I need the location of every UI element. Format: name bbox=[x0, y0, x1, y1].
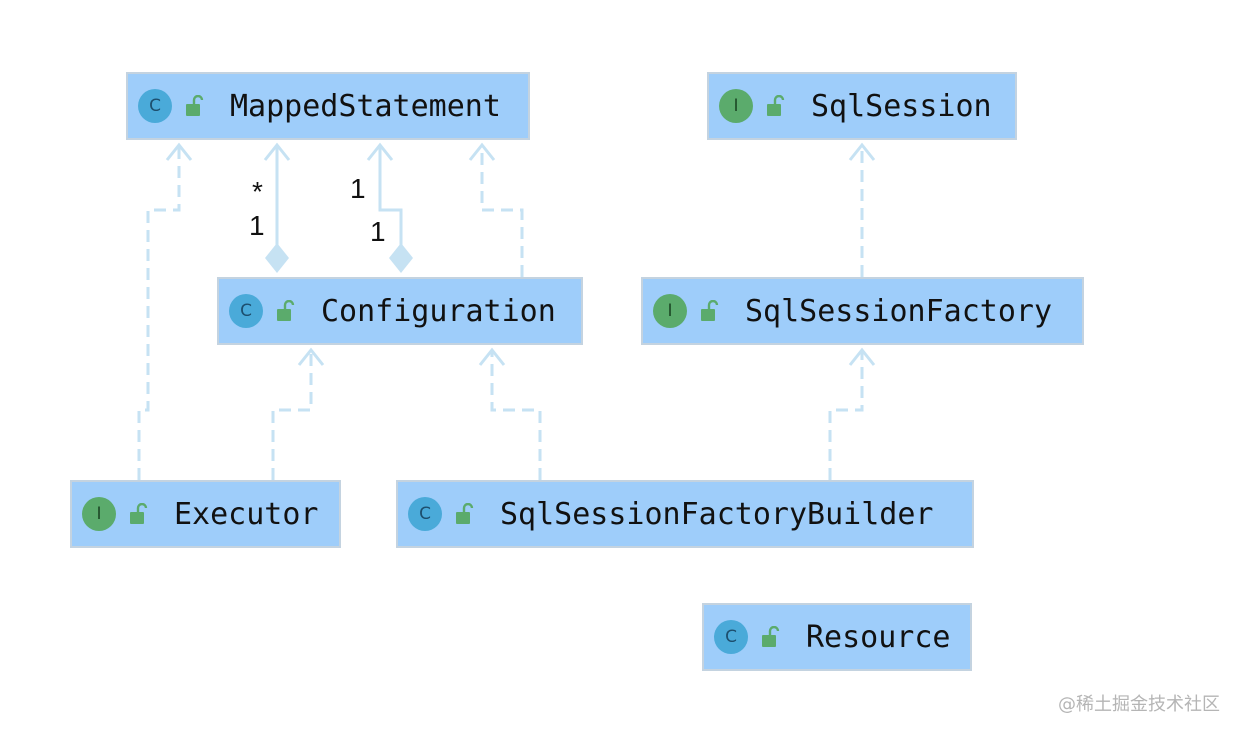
interface-node-executor[interactable]: I Executor bbox=[70, 480, 341, 548]
aggregation-diamond-1 bbox=[265, 243, 289, 273]
arrowhead-aggregation-1 bbox=[263, 142, 291, 161]
multiplicity-agg2-target: 1 bbox=[350, 173, 366, 204]
node-label: Executor bbox=[174, 496, 319, 532]
arrowhead-aggregation-2 bbox=[366, 142, 394, 161]
unlocked-icon bbox=[762, 626, 780, 647]
edge-aggregation-2 bbox=[378, 145, 403, 245]
arrowhead-configuration-mappedstatement-dep bbox=[468, 142, 496, 161]
interface-badge-icon: I bbox=[653, 294, 687, 328]
aggregation-diamond-2 bbox=[389, 243, 413, 273]
arrowhead-builder-sqlsessionfactory bbox=[848, 347, 876, 366]
interface-node-sqlsessionfactory[interactable]: I SqlSessionFactory bbox=[641, 277, 1084, 345]
class-node-sqlsessionfactorybuilder[interactable]: C SqlSessionFactoryBuilder bbox=[396, 480, 974, 548]
unlocked-icon bbox=[277, 300, 295, 321]
edge-configuration-mappedstatement-dep bbox=[480, 145, 524, 277]
unlocked-icon bbox=[130, 503, 148, 524]
node-label: SqlSessionFactoryBuilder bbox=[500, 496, 934, 532]
class-node-configuration[interactable]: C Configuration bbox=[217, 277, 583, 345]
unlocked-icon bbox=[701, 300, 719, 321]
class-badge-icon: C bbox=[714, 620, 748, 654]
interface-badge-icon: I bbox=[719, 89, 753, 123]
edge-executor-configuration bbox=[271, 350, 313, 480]
node-label: Resource bbox=[806, 619, 951, 655]
class-badge-icon: C bbox=[229, 294, 263, 328]
class-badge-icon: C bbox=[408, 497, 442, 531]
class-node-mappedstatement[interactable]: C MappedStatement bbox=[126, 72, 530, 140]
arrowhead-executor-configuration bbox=[297, 347, 325, 366]
node-label: SqlSession bbox=[811, 88, 992, 124]
unlocked-icon bbox=[767, 95, 785, 116]
watermark: @稀土掘金技术社区 bbox=[1058, 694, 1220, 715]
edge-builder-configuration bbox=[490, 350, 542, 480]
edge-builder-sqlsessionfactory bbox=[828, 350, 864, 480]
unlocked-icon bbox=[186, 95, 204, 116]
arrowhead-executor-mappedstatement bbox=[165, 142, 193, 161]
interface-node-sqlsession[interactable]: I SqlSession bbox=[707, 72, 1017, 140]
node-label: SqlSessionFactory bbox=[745, 293, 1053, 329]
arrowhead-sqlsessionfactory-sqlsession bbox=[848, 142, 876, 161]
class-node-resource[interactable]: C Resource bbox=[702, 603, 972, 671]
arrowhead-builder-configuration bbox=[478, 347, 506, 366]
multiplicity-agg2-source: 1 bbox=[370, 216, 386, 247]
edge-executor-mappedstatement bbox=[137, 145, 181, 480]
unlocked-icon bbox=[456, 503, 474, 524]
node-label: MappedStatement bbox=[230, 88, 501, 124]
class-badge-icon: C bbox=[138, 89, 172, 123]
interface-badge-icon: I bbox=[82, 497, 116, 531]
multiplicity-agg1-target: * bbox=[252, 176, 263, 207]
multiplicity-agg1-source: 1 bbox=[249, 210, 265, 241]
node-label: Configuration bbox=[321, 293, 556, 329]
